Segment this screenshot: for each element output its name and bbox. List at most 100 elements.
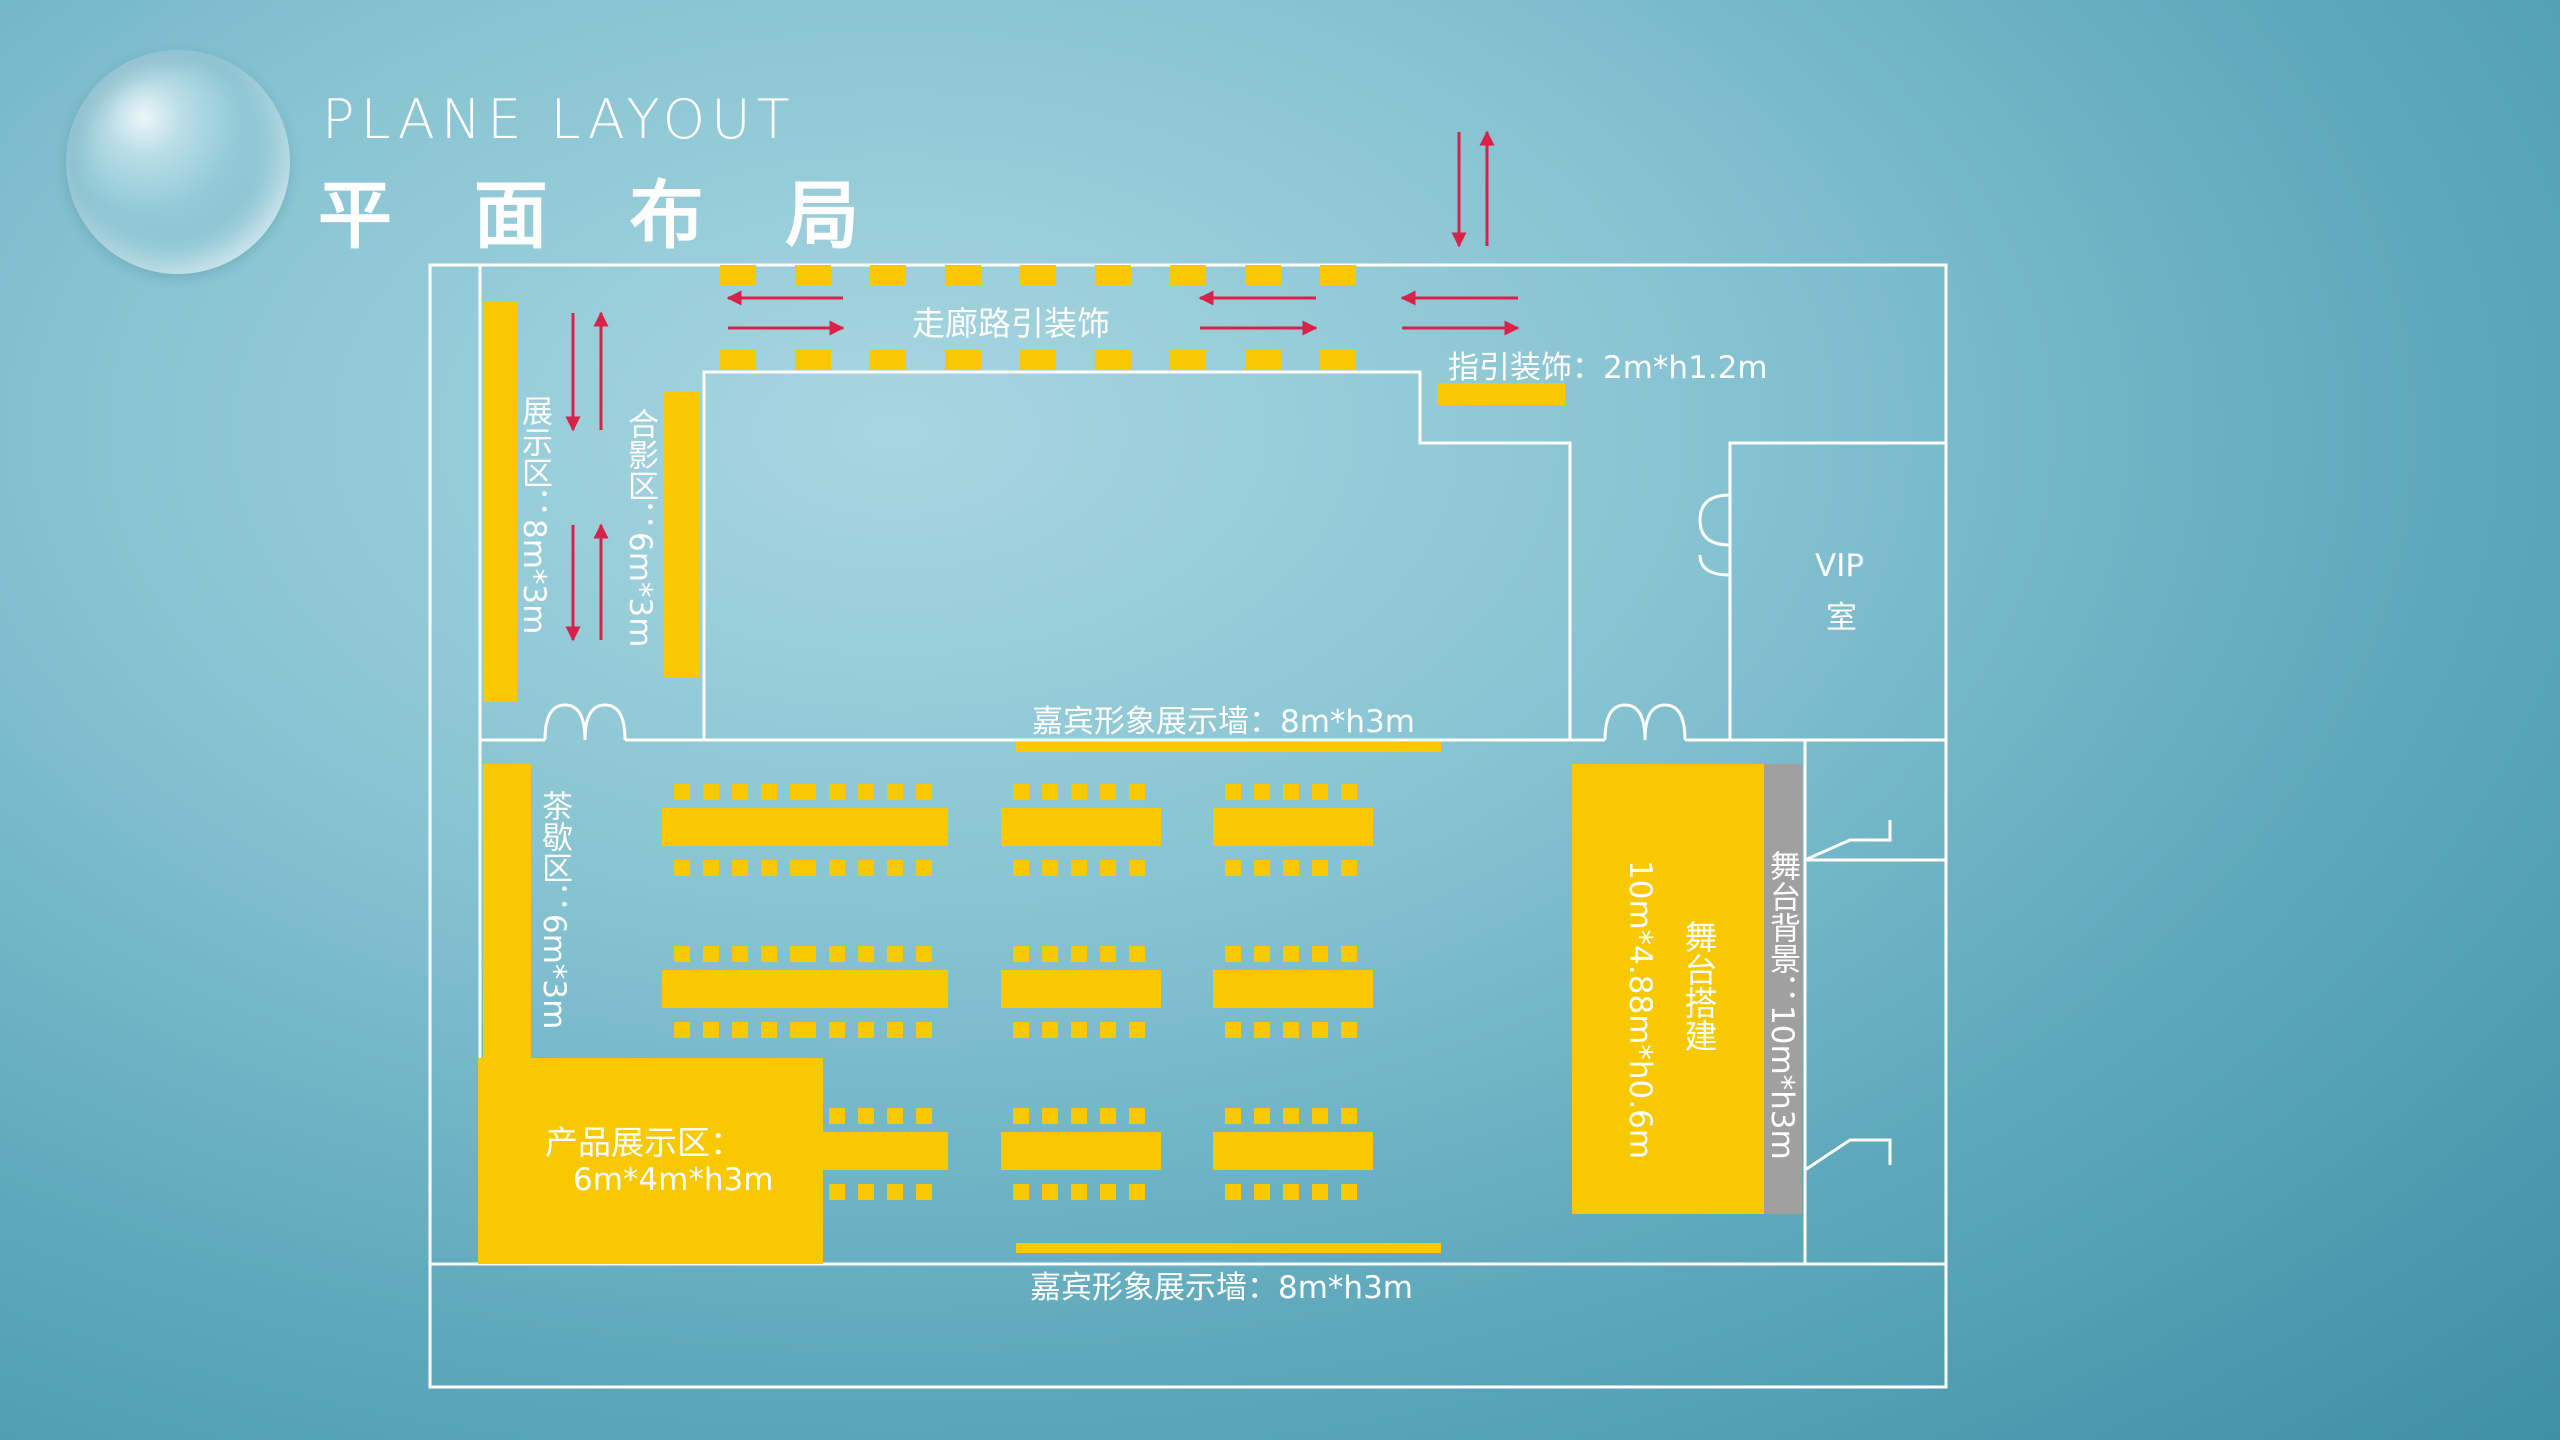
corridor-deco-block [870,350,906,370]
chair [1225,860,1241,876]
chair [1341,860,1357,876]
chair [1129,860,1145,876]
stage-background-label: 舞台背景：10m*h3m [1764,850,1800,1160]
chair [1225,784,1241,800]
chair [1071,1184,1087,1200]
chair [761,860,777,876]
chair [887,1022,903,1038]
chair [1013,1184,1029,1200]
title-english: PLANE LAYOUT [322,88,796,151]
corridor-deco-block [720,265,756,285]
corridor-deco-block [1320,350,1356,370]
display-area-label: 展示区：8m*3m [516,395,552,635]
chair [1071,860,1087,876]
chair [1254,946,1270,962]
chair [1042,860,1058,876]
chair [1042,1184,1058,1200]
chair [858,1108,874,1124]
door-left [543,703,627,741]
chair [1100,946,1116,962]
chair [1225,1022,1241,1038]
chair [800,1184,816,1200]
chair [887,1184,903,1200]
side-door-upper [1803,740,1892,863]
chair [829,784,845,800]
guest-wall-top [1016,742,1441,752]
chair [1129,1022,1145,1038]
chair [829,1022,845,1038]
chair [1312,860,1328,876]
chair [1071,784,1087,800]
chair [1071,946,1087,962]
banquet-table [788,808,948,846]
guide-label: 指引装饰：2m*h1.2m [1448,350,1768,386]
chair [829,860,845,876]
guest-wall-bottom-label: 嘉宾形象展示墙：8m*h3m [1030,1270,1413,1306]
chair [1341,1108,1357,1124]
chair [800,1022,816,1038]
flow-arrows [565,130,1520,642]
banquet-table [788,1132,948,1170]
chair [1341,1184,1357,1200]
banquet-table [788,970,948,1008]
chair [1283,946,1299,962]
chair [829,1184,845,1200]
chair [1013,860,1029,876]
chair [761,784,777,800]
corridor-deco-block [1095,265,1131,285]
chair [858,784,874,800]
chair [1013,1022,1029,1038]
chair [916,1184,932,1200]
guest-wall-top-label: 嘉宾形象展示墙：8m*h3m [1032,704,1415,740]
banquet-table [1001,970,1161,1008]
chair [858,1184,874,1200]
furniture [478,265,1802,1264]
corridor-deco-block [1020,265,1056,285]
chair [1100,1108,1116,1124]
chair [1283,784,1299,800]
chair [887,1108,903,1124]
chair [1283,860,1299,876]
corridor-deco-block [945,265,981,285]
corridor-deco-block [1020,350,1056,370]
guide-decoration [1437,383,1565,405]
chair [1341,946,1357,962]
photo-area-block [664,392,700,677]
tea-area-block [483,764,531,1059]
product-area-label-1: 产品展示区： [545,1123,743,1162]
chair [732,946,748,962]
chair [732,784,748,800]
chair [732,860,748,876]
chair [703,784,719,800]
banquet-table [1001,808,1161,846]
corridor-deco-block [1170,265,1206,285]
chair [761,1022,777,1038]
chair [1341,1022,1357,1038]
chair [916,784,932,800]
chair [800,946,816,962]
chair [1129,784,1145,800]
vip-label-line1: VIP [1815,548,1865,584]
vip-label-line2: 室 [1826,600,1857,636]
chair [703,946,719,962]
chair [1013,1108,1029,1124]
photo-area-label: 合影区：6m*3m [622,408,658,648]
chair [1254,860,1270,876]
chair [887,784,903,800]
product-area-label-2: 6m*4m*h3m [573,1162,774,1198]
chair [1129,1184,1145,1200]
guest-wall-bottom [1016,1243,1441,1253]
chair [858,946,874,962]
stage-platform [1572,764,1764,1214]
chair [1312,946,1328,962]
corridor-deco-block [1095,350,1131,370]
chair [674,860,690,876]
corridor-deco-block [1320,265,1356,285]
display-area-block [483,302,517,702]
corridor-label: 走廊路引装饰 [912,304,1110,343]
corridor-deco-block [945,350,981,370]
chair [1341,784,1357,800]
stage-label-2: 10m*4.88m*h0.6m [1622,860,1658,1160]
banquet-table [1213,1132,1373,1170]
chair [1013,784,1029,800]
